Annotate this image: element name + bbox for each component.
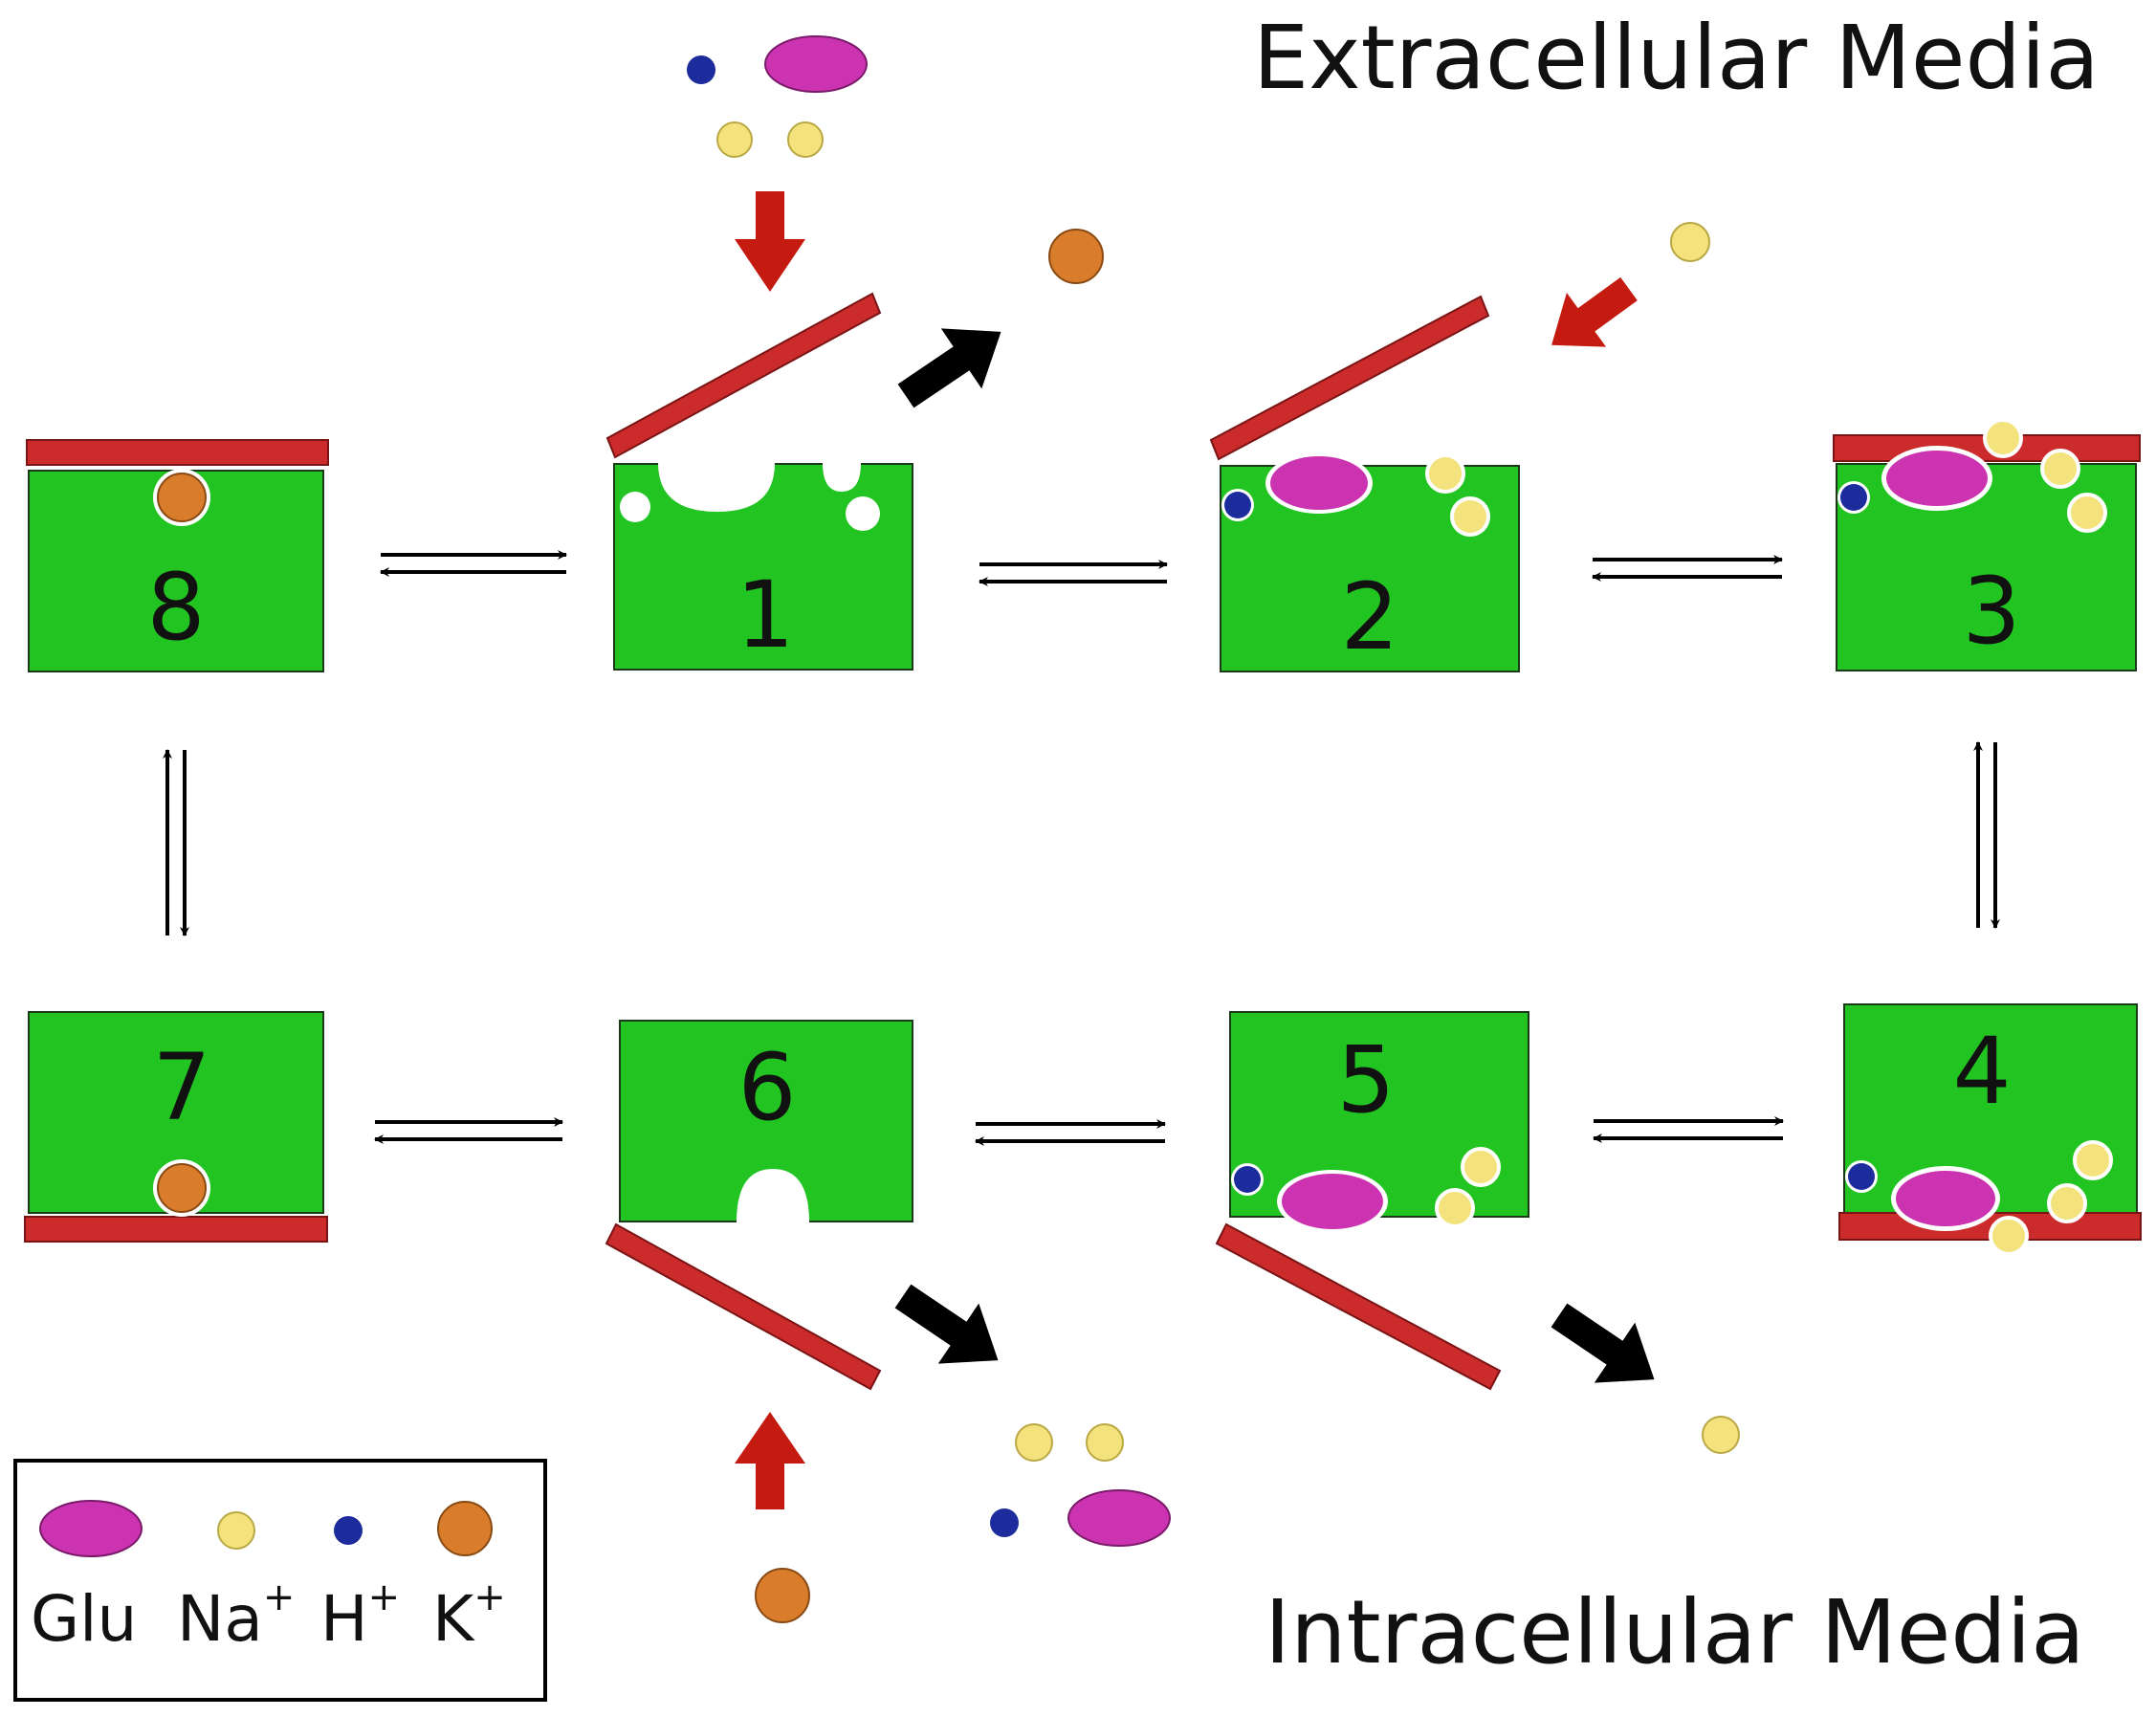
na-site — [823, 463, 861, 492]
state-2: 2 — [1209, 295, 1520, 672]
state-number: 1 — [736, 561, 794, 669]
gate-open — [1209, 295, 1490, 461]
gate-bar — [26, 439, 329, 466]
h-site — [620, 492, 650, 522]
na-symbol: Na — [177, 1582, 263, 1656]
k-charge: + — [473, 1575, 506, 1619]
glu-molecule — [1886, 451, 1988, 506]
k-ion — [157, 473, 207, 522]
na-ion — [2040, 449, 2080, 489]
state-1: 1 — [605, 292, 913, 671]
na-ion — [2047, 1183, 2087, 1223]
na-ion — [1435, 1188, 1475, 1228]
k-ion — [157, 1163, 207, 1213]
gate-open — [605, 292, 882, 459]
na-legend-icon — [217, 1511, 255, 1550]
glu-site — [658, 463, 775, 512]
black-arrow-out — [897, 328, 1001, 408]
h-ion — [1848, 1163, 1875, 1190]
red-arrow-up — [735, 1412, 805, 1509]
state-3: 3 — [1833, 418, 2141, 671]
na-ion — [1983, 418, 2023, 458]
k-legend-label: K+ — [432, 1575, 506, 1656]
na-ion — [1015, 1423, 1053, 1462]
gate-bar — [24, 1216, 328, 1243]
state-7: 7 — [24, 1011, 328, 1243]
extracellular-label: Extracellular Media — [1253, 7, 2100, 109]
glu-legend-icon — [39, 1500, 143, 1557]
released-ions-bottom — [990, 1423, 1171, 1547]
red-arrow-down — [735, 191, 805, 292]
legend: Glu Na+ H+ K+ — [13, 1459, 547, 1702]
na-ion — [1461, 1147, 1501, 1187]
h-ion — [1224, 492, 1251, 518]
k-site — [737, 1169, 809, 1222]
state-6: 6 — [605, 1020, 913, 1391]
na-ion — [787, 121, 824, 158]
state-number: 3 — [1962, 558, 2020, 665]
na-ion — [1702, 1416, 1740, 1454]
h-ion — [990, 1508, 1019, 1537]
h-ion — [687, 55, 715, 84]
equilibrium-8-7 — [163, 749, 189, 936]
na-legend-label: Na+ — [177, 1575, 295, 1656]
state-number: 5 — [1336, 1026, 1395, 1134]
na-site — [846, 496, 880, 531]
state-4: 4 — [1838, 1003, 2142, 1256]
glu-legend-label: Glu — [31, 1582, 137, 1656]
glu-molecule — [1067, 1489, 1171, 1547]
equilibrium-5-4 — [1593, 1116, 1784, 1143]
h-legend-icon — [334, 1516, 363, 1545]
glu-molecule — [1282, 1174, 1383, 1229]
state-5: 5 — [1215, 1011, 1529, 1391]
glu-molecule — [764, 35, 868, 93]
equilibrium-7-6 — [374, 1117, 563, 1144]
glu-molecule — [1270, 456, 1368, 510]
k-ion — [1048, 229, 1104, 284]
equilibrium-8-1 — [380, 550, 567, 577]
gate-open — [605, 1222, 882, 1391]
state-number: 8 — [146, 554, 205, 661]
na-ion — [2067, 493, 2107, 533]
na-ion — [716, 121, 753, 158]
k-symbol: K — [432, 1582, 475, 1656]
state-number: 2 — [1340, 563, 1398, 671]
incoming-ions-top — [687, 35, 868, 158]
na-ion — [1670, 222, 1710, 262]
h-charge: + — [368, 1575, 401, 1619]
na-ion — [2073, 1140, 2113, 1180]
na-charge: + — [263, 1575, 296, 1619]
h-symbol: H — [320, 1582, 368, 1656]
na-ion — [1450, 496, 1490, 537]
k-ion — [755, 1568, 810, 1623]
legend-box — [13, 1459, 547, 1702]
equilibrium-1-2 — [979, 560, 1168, 586]
glu-molecule — [1896, 1171, 1995, 1226]
black-arrow-release — [894, 1284, 999, 1364]
k-legend-icon — [437, 1501, 493, 1556]
gate-open — [1215, 1222, 1502, 1391]
transporter-body — [1836, 463, 2137, 671]
state-8: 8 — [26, 439, 329, 672]
na-ion — [1086, 1423, 1124, 1462]
state-number: 6 — [737, 1034, 796, 1141]
na-ion — [1989, 1216, 2029, 1256]
h-ion — [1234, 1166, 1261, 1193]
h-ion — [1840, 484, 1867, 511]
equilibrium-2-3 — [1592, 555, 1783, 582]
intracellular-label: Intracellular Media — [1265, 1581, 2085, 1684]
h-legend-label: H+ — [320, 1575, 400, 1656]
black-arrow-release — [1551, 1303, 1655, 1383]
red-arrow-in — [1551, 276, 1638, 347]
equilibrium-3-4 — [1973, 741, 2000, 929]
equilibrium-6-5 — [975, 1119, 1166, 1146]
state-number: 4 — [1952, 1018, 2011, 1125]
state-number: 7 — [152, 1034, 210, 1141]
na-ion — [1425, 453, 1465, 494]
